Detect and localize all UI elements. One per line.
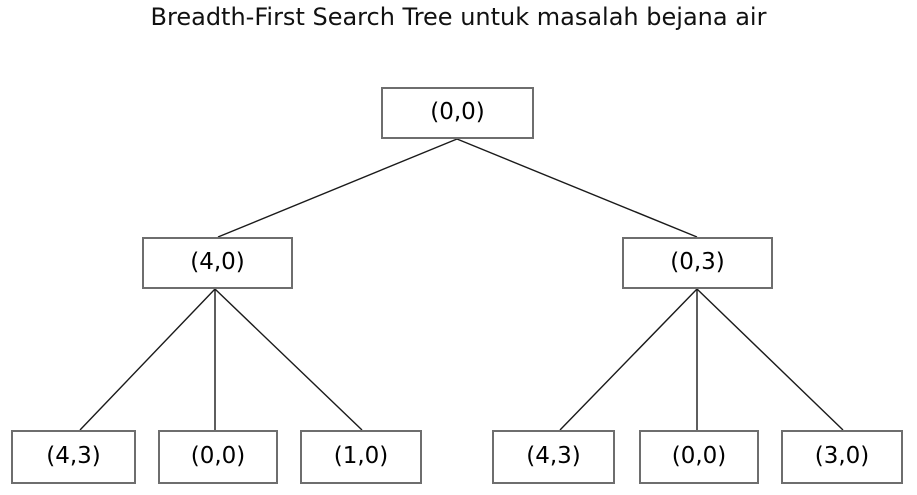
tree-node[interactable]: (0,0)	[639, 430, 759, 484]
tree-edge	[456, 138, 698, 238]
tree-node[interactable]: (0,0)	[158, 430, 278, 484]
tree-node[interactable]: (1,0)	[300, 430, 422, 484]
tree-edge	[217, 138, 458, 238]
diagram-title: Breadth-First Search Tree untuk masalah …	[150, 3, 767, 31]
tree-node-label: (1,0)	[333, 442, 389, 469]
tree-node[interactable]: (0,0)	[381, 87, 534, 139]
tree-node[interactable]: (4,3)	[492, 430, 615, 484]
tree-edge	[79, 288, 216, 431]
tree-node[interactable]: (4,3)	[11, 430, 136, 484]
tree-edge	[214, 288, 363, 431]
tree-node-label: (3,0)	[814, 442, 870, 469]
tree-node-label: (4,0)	[190, 248, 245, 275]
tree-edge	[559, 288, 698, 431]
tree-node[interactable]: (3,0)	[781, 430, 903, 484]
tree-node[interactable]: (4,0)	[142, 237, 293, 289]
tree-edge	[696, 288, 844, 431]
tree-node-label: (0,0)	[671, 442, 727, 469]
tree-node[interactable]: (0,3)	[622, 237, 773, 289]
tree-node-label: (0,0)	[190, 442, 246, 469]
tree-node-label: (0,3)	[670, 248, 725, 275]
tree-node-label: (0,0)	[430, 98, 485, 125]
tree-node-label: (4,3)	[526, 442, 581, 469]
tree-node-label: (4,3)	[46, 442, 101, 469]
